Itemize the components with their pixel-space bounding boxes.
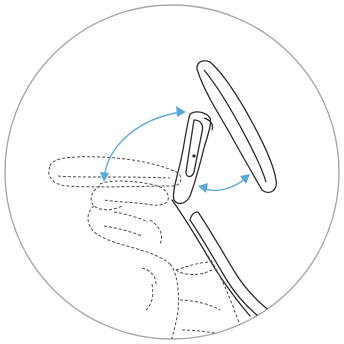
hand-illustration [87,180,249,339]
tilt-arc-arrow-icon [100,106,186,182]
headrest-outline [196,60,277,194]
headrest-bracket [172,111,214,205]
frame-circle [4,4,340,340]
height-double-arrow-icon [198,174,250,193]
seat-back-frame [171,199,301,339]
armrest-dashed [48,156,182,188]
